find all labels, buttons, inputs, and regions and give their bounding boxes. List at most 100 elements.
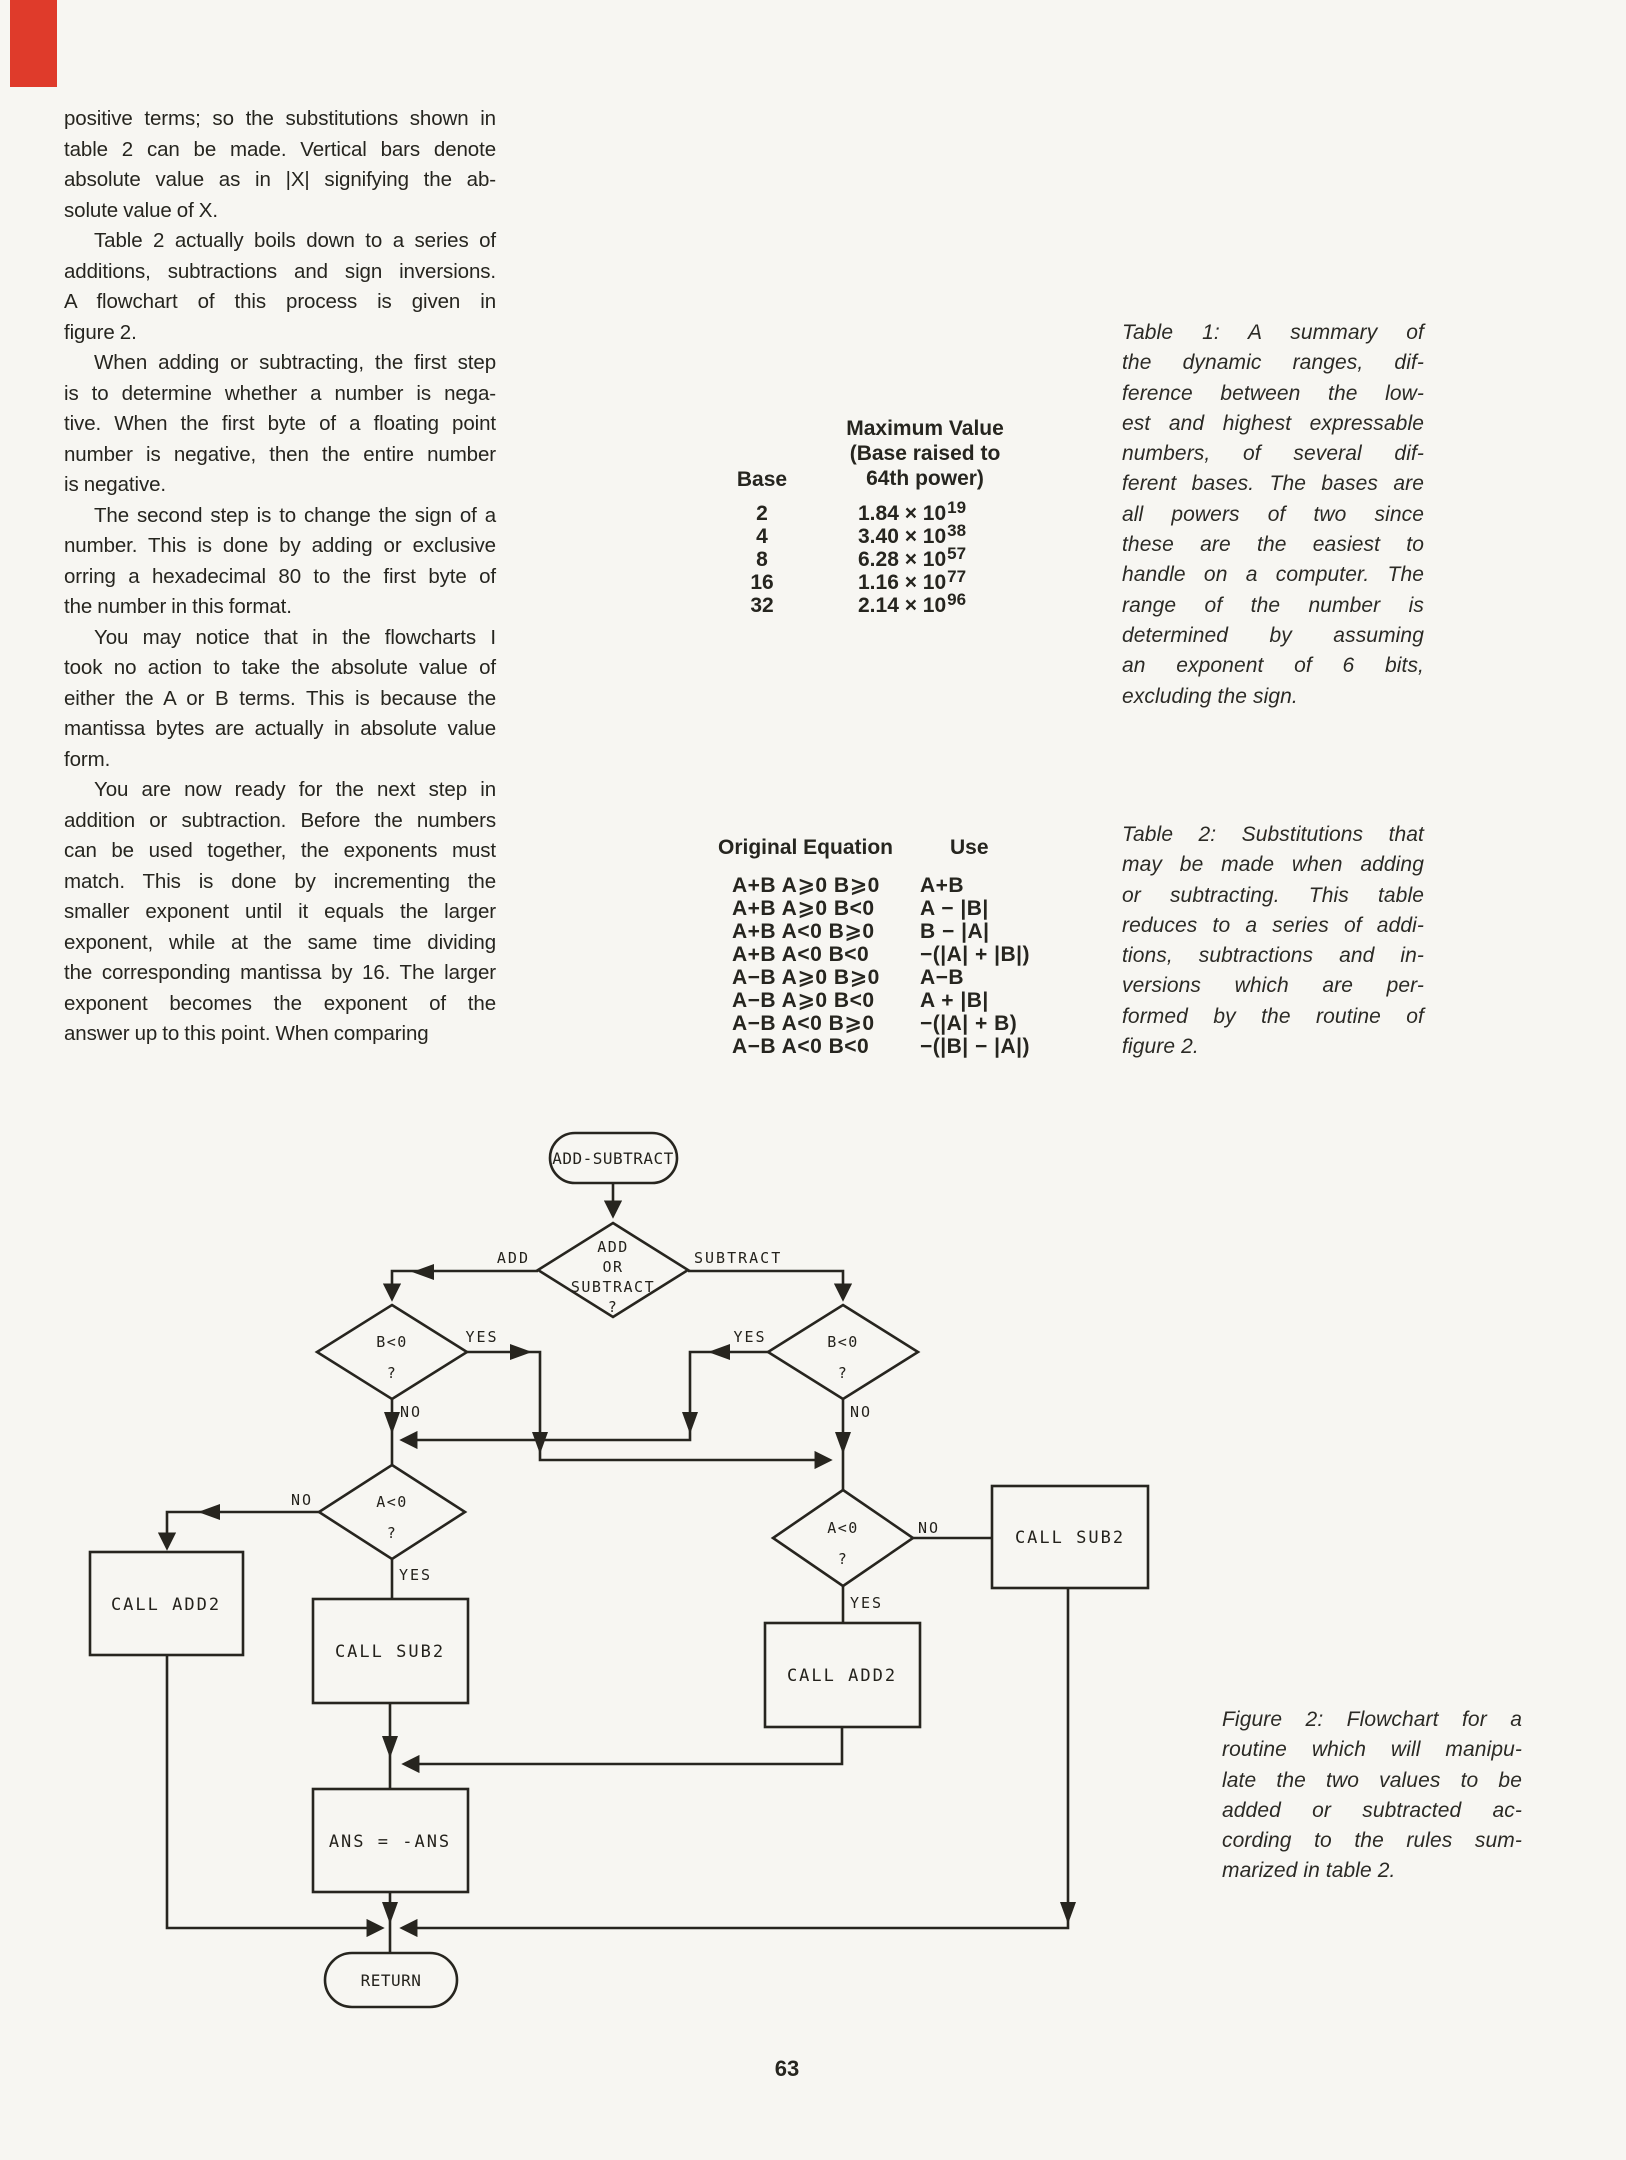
caption-line: routine which will manipu- (1222, 1738, 1522, 1762)
arrowhead-down (532, 1432, 548, 1454)
table2-col2-header: Use (950, 836, 989, 859)
caption-line: added or subtracted ac- (1222, 1798, 1522, 1822)
body-text-line: solute value of X. (64, 198, 218, 222)
table2-use-cell: A − |B| (920, 897, 989, 920)
table1-mantissa: 3.40 × 10 (858, 525, 947, 548)
caption-line: tions, subtractions and in- (1122, 944, 1424, 968)
table1-mantissa: 2.14 × 10 (858, 594, 947, 617)
body-text-line: figure 2. (64, 320, 137, 344)
right-a-question: ? (838, 1550, 849, 1568)
table1-base-cell: 16 (750, 571, 774, 594)
body-text-line: The second step is to change the sign of… (94, 503, 496, 527)
table2-use-cell: A + |B| (920, 989, 989, 1012)
right-call-sub2-label: CALL SUB2 (1015, 1528, 1125, 1548)
table-row: 2 1.84 × 1019 (700, 499, 1040, 525)
table1-exponent: 19 (947, 498, 967, 517)
edge-label-add: ADD (497, 1249, 530, 1267)
table-row: 16 1.16 × 1077 (700, 568, 1040, 594)
return-terminal (323, 1951, 459, 2009)
caption-line: marized in table 2. (1222, 1859, 1396, 1883)
edge-label-subtract: SUBTRACT (694, 1249, 782, 1267)
table1-rows: 2 1.84 × 1019 4 3.40 × 1038 8 6.28 × 105… (700, 499, 1040, 617)
table2-use-cell: A−B (920, 966, 965, 989)
body-text-line: match. This is done by incrementing the (64, 869, 496, 893)
right-a-test-label: A<0 (827, 1519, 859, 1537)
caption-line: ferent bases. The bases are (1122, 472, 1424, 496)
caption-line: ference between the low- (1122, 381, 1424, 405)
caption-line: est and highest expressable (1122, 411, 1424, 435)
caption-line: handle on a computer. The (1122, 563, 1424, 587)
edge-add-branch (382, 1269, 538, 1302)
edge-right-add2-out (401, 1727, 844, 1774)
table2-use-cell: −(|B| − |A|) (920, 1035, 1031, 1058)
caption-line: determined by assuming (1122, 623, 1424, 647)
body-text-line: the number in this format. (64, 595, 292, 618)
decision1-line4: ? (608, 1298, 619, 1316)
body-text-line: You are now ready for the next step in (94, 778, 496, 801)
edge-subtract-branch (688, 1269, 853, 1302)
table1-base-cell: 4 (756, 525, 768, 548)
table1-value-cell: 1.16 × 1077 (858, 568, 966, 594)
arrowhead-down (382, 1736, 398, 1758)
body-text-column: positive terms; so the substitutions sho… (64, 104, 496, 1050)
process-right-call-sub2 (990, 1484, 1150, 1590)
table-row: A−B A⩾0 B<0 A + |B| (700, 989, 1100, 1012)
decision1-line1: ADD (597, 1238, 629, 1256)
body-text-line: either the A or B terms. This is because… (64, 686, 496, 710)
table-row: A+B A<0 B⩾0 B − |A| (700, 920, 1100, 943)
caption-line: formed by the routine of (1122, 1004, 1424, 1028)
edge-left-a-no (157, 1510, 319, 1551)
caption-line: numbers, of several dif- (1122, 442, 1424, 466)
table2-equation-cell: A+B A⩾0 B<0 (732, 897, 875, 920)
table2-use-cell: A+B (920, 874, 965, 897)
edge-label-no-right-b: NO (850, 1403, 872, 1421)
caption-line: excluding the sign. (1122, 684, 1298, 708)
body-text-line: answer up to this point. When comparing (64, 1022, 429, 1045)
body-text-line: orring a hexadecimal 80 to the first byt… (64, 564, 496, 588)
body-text-line: mantissa bytes are actually in absolute … (64, 717, 496, 740)
table2-col1-header: Original Equation (718, 836, 894, 859)
caption-line: may be made when adding (1122, 853, 1424, 877)
table1-base-cell: 2 (756, 502, 768, 525)
table2-equation-cell: A−B A⩾0 B⩾0 (732, 966, 880, 989)
return-terminal-label: RETURN (361, 1971, 422, 1990)
arrowhead-right (510, 1344, 532, 1360)
body-text-line: A flowchart of this process is given in (64, 290, 496, 313)
corner-index-mark (10, 0, 57, 87)
decision1-line2: OR (602, 1258, 623, 1276)
right-b-question: ? (838, 1364, 849, 1382)
start-terminal (548, 1131, 679, 1185)
caption-line: Table 2: Substitutions that (1122, 823, 1424, 846)
table1-mantissa: 1.16 × 10 (858, 571, 947, 594)
table2-equation-cell: A−B A<0 B⩾0 (732, 1012, 875, 1035)
right-call-add2-label: CALL ADD2 (787, 1666, 897, 1686)
caption-line: or subtracting. This table (1122, 883, 1424, 907)
table-row: 8 6.28 × 1057 (700, 545, 1040, 571)
table2-caption: Table 2: Substitutions that may be made w… (1122, 820, 1424, 1062)
body-text-line: is negative. (64, 473, 167, 496)
arrowhead-down (835, 1432, 851, 1454)
table2-use-cell: B − |A| (920, 920, 990, 943)
edge-label-yes-left-b: YES (465, 1328, 498, 1346)
table1-base-cell: 8 (756, 548, 768, 571)
decision-right-a-negative (770, 1488, 916, 1588)
table1-exponent: 77 (947, 567, 967, 586)
process-left-call-add2 (88, 1550, 245, 1657)
table-row: 32 2.14 × 1096 (700, 591, 1040, 617)
table2-equation-cell: A−B A⩾0 B<0 (732, 989, 875, 1012)
edge-label-yes-left-a: YES (399, 1566, 432, 1584)
left-call-sub2-label: CALL SUB2 (335, 1642, 445, 1662)
body-text-line: tive. When the first byte of a floating … (64, 412, 496, 435)
table2-equation-cell: A−B A<0 B<0 (732, 1035, 870, 1058)
edge-left-add2-out (165, 1655, 385, 1938)
body-text-line: When adding or subtracting, the first st… (94, 351, 496, 374)
edge-right-sub2-out (399, 1588, 1070, 1938)
table-row: A+B A⩾0 B⩾0 A+B (700, 874, 1100, 897)
table1-header-line: (Base raised to (849, 442, 1001, 465)
body-text-line: number is negative, then the entire numb… (64, 442, 496, 466)
body-text-line: can be used together, the exponents must (64, 839, 496, 862)
table2-use-cell: −(|A| + B) (920, 1012, 1018, 1035)
decision-right-b-negative (765, 1303, 921, 1401)
